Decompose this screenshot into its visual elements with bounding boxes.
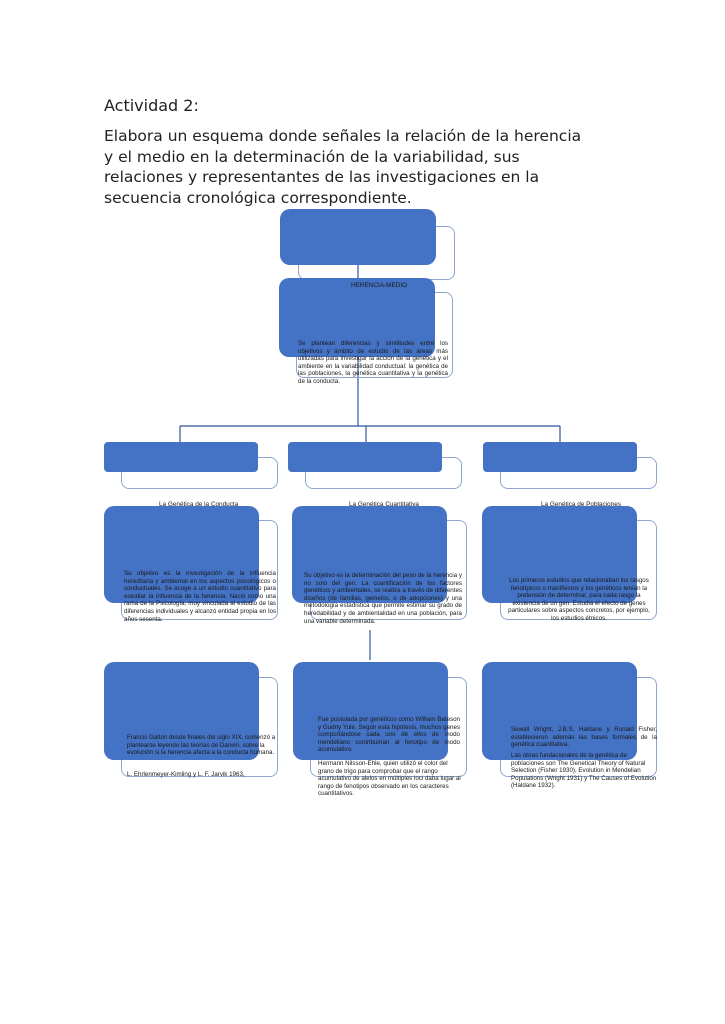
root-label: HERENCIA-MEDIO [351,282,408,289]
top-box [280,209,436,265]
branch-2-researchers-extra: Hermann Nilsson-Ehle, quien utilizó el c… [318,760,461,798]
activity-heading: Actividad 2: [104,96,199,115]
branch-3-researchers-box [482,662,637,760]
branch-1-researchers-box [104,662,259,760]
branch-1-header [104,442,258,472]
branch-2-header [288,442,442,472]
branch-3-text: Los primeros estudios que relacionaban l… [508,577,650,622]
branch-1-label: La Genética de la Conducta [159,501,239,508]
branch-3-researchers-extra: Las obras fundacionales de la genética d… [511,752,657,790]
branch-2-label: La Genética Cuantitativa [349,501,419,508]
branch-2-desc-box [292,506,447,603]
branch-3-header [483,442,637,472]
branch-3-researchers: Sewall Wright, J.B.S. Haldane y Ronald F… [511,726,657,749]
branch-2-researchers-box [293,662,448,760]
root-text: Se plantean diferencias y similitudes en… [298,340,448,385]
branch-3-desc-box [482,506,637,603]
branch-1-text: Su objetivo es la investigación de la in… [124,570,276,623]
instruction-text: Elabora un esquema donde señales la rela… [104,127,582,207]
branch-1-desc-box [104,506,259,603]
branch-3-label: La Genética de Poblaciones [541,501,621,508]
branch-1-researchers: Francis Galton desde finales del siglo X… [127,734,276,757]
branch-1-researchers-extra: L. Ehrlenmeyer-Kimling y L. F. Jarvik 19… [127,771,245,778]
root-box [279,278,435,357]
branch-2-text: Su objetivo es la determinación del peso… [304,572,462,625]
branch-2-researchers: Fue postulada por genéticos como William… [318,716,460,754]
